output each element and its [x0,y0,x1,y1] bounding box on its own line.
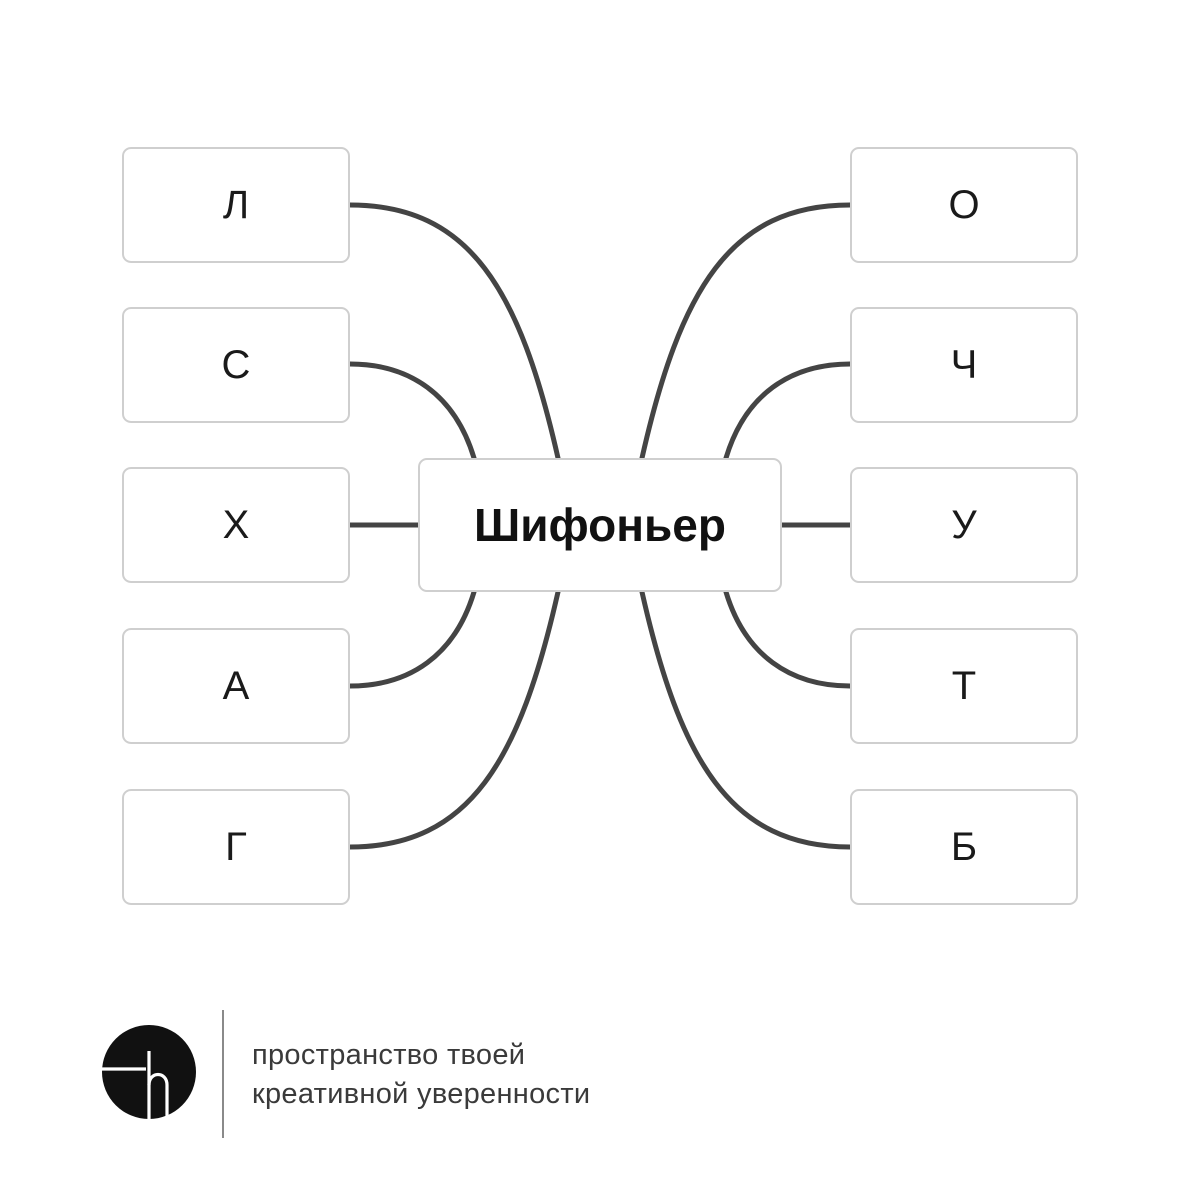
letter-label: Ч [950,342,978,387]
letter-box-right-1: О [850,147,1078,263]
letter-label: Г [225,824,247,869]
connector-right-2 [723,361,853,461]
tagline: пространство твоей креативной уверенност… [252,1036,590,1114]
center-word-box: Шифоньер [418,458,782,592]
letter-label: С [221,342,251,387]
footer-divider [222,1010,224,1138]
letter-box-left-1: Л [122,147,350,263]
letter-box-left-5: Г [122,789,350,905]
tagline-line-1: пространство твоей [252,1039,526,1071]
letter-box-right-2: Ч [850,307,1078,423]
letter-label: Б [950,824,978,869]
connector-right-4 [723,589,853,689]
connector-right-5 [639,589,853,850]
letter-box-left-4: А [122,628,350,744]
letter-label: О [948,182,980,227]
tagline-line-2: креативной уверенности [252,1078,591,1110]
letter-box-left-2: С [122,307,350,423]
brand-logo-icon [102,1025,196,1119]
letter-box-right-5: Б [850,789,1078,905]
letter-box-right-3: У [850,467,1078,583]
connector-left-5 [347,589,561,850]
letter-label: А [222,663,250,708]
connector-left-1 [347,202,561,461]
letter-label: Т [951,663,977,708]
letter-box-left-3: Х [122,467,350,583]
letter-label: У [951,502,977,547]
center-word-label: Шифоньер [474,499,726,551]
connector-left-2 [347,361,477,461]
letter-label: Л [222,182,250,227]
letter-box-right-4: Т [850,628,1078,744]
connector-right-1 [639,202,853,461]
letter-label: Х [222,502,250,547]
connector-left-4 [347,589,477,689]
